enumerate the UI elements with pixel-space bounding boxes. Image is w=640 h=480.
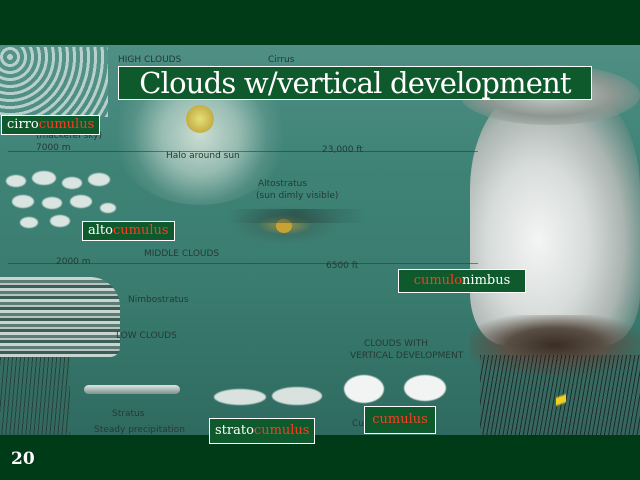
mackerel-sky-label: (mackerel sky) <box>36 131 102 141</box>
cirrocumulus-label: cirrocumulus <box>1 115 101 135</box>
altocumulus-suffix: cumulus <box>112 223 169 238</box>
nimbostratus-cloud <box>0 277 120 357</box>
cirrus-label: Cirrus <box>268 55 295 65</box>
cumulonimbus-cloud <box>470 85 640 345</box>
precipitation <box>0 357 70 435</box>
nimbostratus-label: Nimbostratus <box>128 295 189 305</box>
lightning-icon <box>556 375 566 425</box>
altocumulus-cloud <box>42 197 62 209</box>
altocumulus-cloud <box>50 215 70 227</box>
cumulus-cloud <box>344 375 384 403</box>
cu-partial-label: Cu <box>352 419 364 429</box>
stratocumulus-label: stratocumulus <box>209 418 316 444</box>
altocumulus-cloud <box>62 177 82 189</box>
sun-icon <box>186 105 214 133</box>
cirrocumulus-prefix: cirro <box>7 117 39 132</box>
altitude-2000m: 2000 m <box>56 257 91 267</box>
slide-number: 20 <box>11 449 35 469</box>
cumulonimbus-suffix: nimbus <box>462 273 511 288</box>
altitude-7000m: 7000 m <box>36 143 71 153</box>
cumulus-label: cumulus <box>364 406 436 434</box>
altocumulus-cloud <box>88 173 110 186</box>
middle-clouds-label: MIDDLE CLOUDS <box>144 249 220 259</box>
cirrocumulus-suffix: cumulus <box>38 117 95 132</box>
altocumulus-cloud <box>6 175 26 187</box>
stratocumulus-cloud <box>214 389 266 405</box>
altocumulus-cloud <box>32 171 56 185</box>
altocumulus-prefix: alto <box>88 223 113 238</box>
vertical-development-label: VERTICAL DEVELOPMENT <box>350 351 464 361</box>
altitude-line-7000m <box>8 151 478 152</box>
cumulonimbus-label: cumulonimbus <box>398 269 526 293</box>
clouds-with-label: CLOUDS WITH <box>364 339 428 349</box>
slide-title: Clouds w/vertical development <box>118 66 592 100</box>
high-clouds-label: HIGH CLOUDS <box>118 55 182 65</box>
stratus-cloud <box>84 385 180 394</box>
altitude-23000ft: 23,000 ft <box>322 145 363 155</box>
altocumulus-cloud <box>20 217 38 228</box>
altitude-line-2000m <box>8 263 478 264</box>
altocumulus-cloud <box>70 195 92 208</box>
sun-dimly-label: (sun dimly visible) <box>256 191 339 201</box>
stratocumulus-prefix: strato <box>215 423 254 438</box>
stratocumulus-cloud <box>272 387 322 405</box>
stratocumulus-suffix: cumulus <box>253 423 310 438</box>
stratus-label: Stratus <box>112 409 145 419</box>
halo-label: Halo around sun <box>166 151 240 161</box>
cumulus-cloud <box>404 375 446 401</box>
cirrocumulus-cloud <box>0 47 108 117</box>
altocumulus-cloud <box>100 203 116 213</box>
altitude-6500ft: 6500 ft <box>326 261 359 271</box>
steady-precipitation-label: Steady precipitation <box>94 425 185 435</box>
altocumulus-label: altocumulus <box>82 221 175 241</box>
altostratus-label: Altostratus <box>258 179 308 189</box>
cumulonimbus-prefix: cumulo <box>413 273 463 288</box>
low-clouds-label: LOW CLOUDS <box>116 331 177 341</box>
altostratus-cloud <box>226 209 366 223</box>
altocumulus-cloud <box>12 195 34 208</box>
cumulus-text: cumulus <box>372 412 428 427</box>
